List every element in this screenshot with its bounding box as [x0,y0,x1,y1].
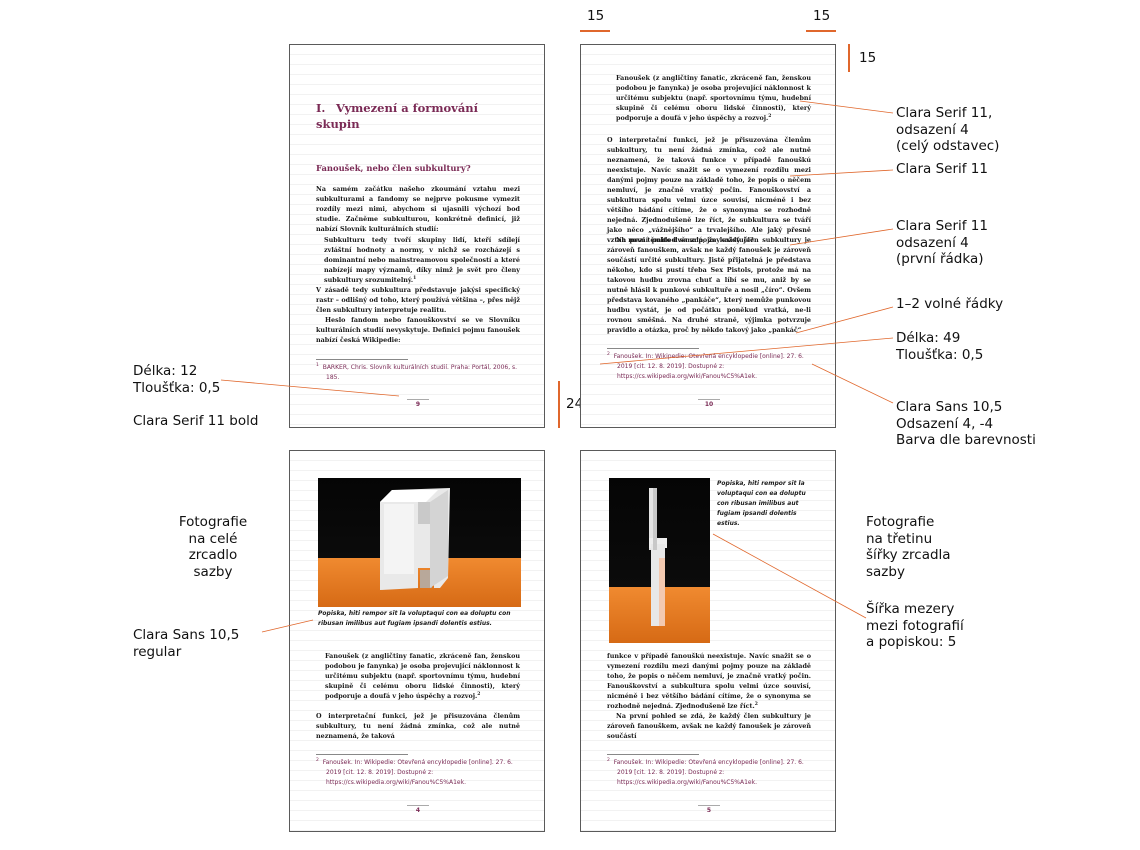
page-4: Popiska, hiti rempor sit la voluptaqui c… [289,450,545,832]
paragraph: O interpretační funkci, jež je přisuzová… [607,136,811,244]
chapter-title: Vymezení a formování skupin [316,101,479,131]
page-number-rule [407,399,429,400]
note-ref: 1 [413,275,417,281]
paragraph: Na první pohled se zdá, že každý člen su… [607,712,811,740]
paragraph-text: funkce v případě fanouškú neexistuje. Na… [607,652,811,710]
page-10: Fanoušek (z angličtiny fanatic, zkráceně… [580,44,836,428]
white-sculpture-image [649,488,667,626]
footnote: 2 Fanoušek. In: Wikipedie: Otevřená ency… [607,352,811,382]
gutter-line [558,381,560,428]
footnote-number: 2 [607,758,610,763]
chapter-heading: I.Vymezení a formování skupin [316,100,516,132]
paragraph: V zásadě tedy subkultura představuje jak… [316,286,520,314]
page-number-rule [698,399,720,400]
footnote-rule [607,754,699,755]
footnote-text: Fanoušek. In: Wikipedie: Otevřená encykl… [613,353,804,380]
quote-text: Fanoušek (z angličtiny fanatic, zkráceně… [616,74,811,122]
page-number: 9 [415,401,421,408]
quote-text: Fanoušek (z angličtiny fanatic, zkráceně… [325,652,520,700]
quote-text: Subkulturu tedy tvoří skupiny lidí, kteř… [324,236,520,284]
page-5: Popiska, hiti rempor sit la voluptaqui c… [580,450,836,832]
margin-right-label: 15 [859,50,877,66]
block-quote: Subkulturu tedy tvoří skupiny lidí, kteř… [324,235,520,285]
annotation-free-lines: 1–2 volné řádky [896,296,1004,312]
paragraph: Na první pohled se zdá, že každý člen su… [607,236,811,334]
annotation-body-text: Clara Serif 11 [896,161,988,177]
page-number: 10 [704,401,714,408]
annotation-page-number-style: Clara Serif 11 bold [133,413,259,429]
page-9: I.Vymezení a formování skupin Fanoušek, … [289,44,545,428]
note-ref: 2 [768,113,772,119]
white-sculpture-image [380,488,450,590]
block-quote: Fanoušek (z angličtiny fanatic, zkráceně… [616,73,811,123]
note-ref: 2 [754,701,758,707]
margin-top-left-label: 15 [587,8,605,24]
paragraph: Heslo fandom nebo fanouškovství se ve Sl… [316,316,520,344]
footnote-rule [316,359,408,360]
annotation-block-quote: Clara Serif 11,odsazení 4(celý odstavec) [896,105,1000,154]
page-number: 4 [415,807,421,814]
footnote: 2 Fanoušek. In: Wikipedie: Otevřená ency… [607,758,811,788]
paragraph: Na samém začátku našeho zkoumání vztahu … [316,185,520,233]
footnote-rule [607,348,699,349]
full-width-photo [318,478,521,607]
photo-caption: Popiska, hiti rempor sit la voluptaqui c… [318,610,511,627]
third-width-photo [609,478,710,643]
footnote-text: Fanoušek. In: Wikipedie: Otevřená encykl… [322,759,513,786]
margin-right-line [848,44,850,72]
footnote: 1 BARKER, Chris. Slovník kulturálních st… [316,363,520,383]
footnote: 2 Fanoušek. In: Wikipedie: Otevřená ency… [316,758,520,788]
block-quote: Fanoušek (z angličtiny fanatic, zkráceně… [325,651,520,701]
subheading: Fanoušek, nebo člen subkultury? [316,163,471,173]
note-ref: 2 [477,691,481,697]
paragraph: O interpretační funkci, jež je přisuzová… [316,712,520,740]
margin-top-left-line [580,30,610,32]
page-number: 5 [706,807,712,814]
page-number-rule [698,805,720,806]
footnote-number: 1 [316,363,319,368]
footnote-text: Fanoušek. In: Wikipedie: Otevřená encykl… [613,759,804,786]
photo-caption: Popiska, hiti rempor sit la voluptaqui c… [717,480,806,527]
margin-top-right-label: 15 [813,8,831,24]
chapter-number: I. [316,101,326,115]
footnote-number: 2 [607,352,610,357]
paragraph: funkce v případě fanouškú neexistuje. Na… [607,651,811,711]
margin-top-right-line [806,30,836,32]
page-number-rule [407,805,429,806]
footnote-number: 2 [316,758,319,763]
footnote-text: BARKER, Chris. Slovník kulturálních stud… [322,364,518,381]
footnote-rule [316,754,408,755]
